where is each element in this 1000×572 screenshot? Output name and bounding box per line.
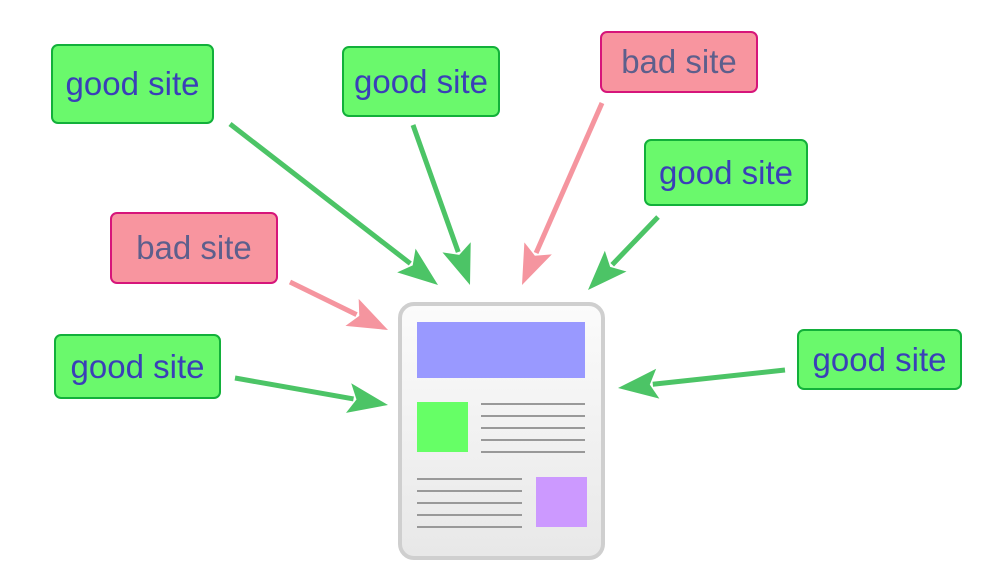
text-line	[417, 526, 522, 528]
good-link-arrow-7	[618, 367, 786, 399]
bad-site-node-1: bad site	[600, 31, 758, 93]
arrow-head	[618, 368, 660, 399]
text-line	[481, 403, 585, 405]
node-label: bad site	[621, 43, 737, 80]
good-site-node-3: good site	[644, 139, 808, 206]
page-image-purple	[536, 477, 587, 527]
bad-link-arrow-5	[288, 279, 388, 330]
bad-site-node-2: bad site	[110, 212, 278, 284]
text-line	[481, 451, 585, 453]
arrow-shaft	[234, 375, 354, 402]
good-link-arrow-4	[588, 215, 660, 290]
page-image-green	[417, 402, 468, 452]
good-site-node-2: good site	[342, 46, 500, 117]
node-label: good site	[70, 347, 205, 385]
node-label: good site	[659, 153, 793, 191]
text-line	[481, 427, 585, 429]
text-line	[481, 439, 585, 441]
arrow-shaft	[410, 124, 461, 253]
arrow-shaft	[652, 367, 786, 387]
arrow-shaft	[288, 279, 358, 317]
arrow-shaft	[228, 122, 412, 266]
arrow-head	[346, 383, 388, 413]
good-link-arrow-6	[234, 375, 388, 413]
node-label: good site	[354, 62, 488, 100]
good-link-arrow-1	[228, 122, 438, 285]
text-line	[481, 415, 585, 417]
arrow-shaft	[610, 215, 660, 267]
good-site-node-4: good site	[54, 334, 221, 399]
arrow-head	[588, 250, 627, 290]
text-line	[417, 490, 522, 492]
page-header-block	[417, 322, 585, 378]
arrow-shaft	[533, 101, 605, 254]
bad-link-arrow-3	[522, 101, 605, 285]
arrow-head	[522, 242, 552, 285]
node-label: good site	[812, 340, 947, 378]
good-link-arrow-2	[410, 124, 471, 285]
text-line	[417, 502, 522, 504]
arrow-head	[345, 298, 388, 330]
good-site-node-1: good site	[51, 44, 214, 124]
node-label: bad site	[136, 229, 252, 266]
text-line	[417, 514, 522, 516]
arrow-head	[397, 248, 438, 285]
web-page-document-icon	[398, 302, 605, 560]
arrow-head	[442, 242, 471, 285]
good-site-node-5: good site	[797, 329, 962, 390]
node-label: good site	[65, 65, 200, 102]
text-line	[417, 478, 522, 480]
